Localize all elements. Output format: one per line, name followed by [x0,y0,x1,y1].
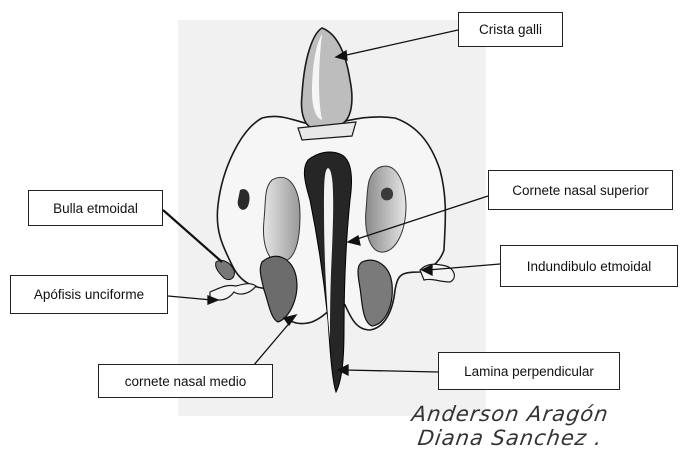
label-bulla-etmoidal: Bulla etmoidal [28,190,163,226]
arrowhead-apofisis [207,295,220,305]
label-crista-galli: Crista galli [458,12,563,47]
pointer-crista-galli [341,29,459,57]
label-apofisis-unciforme: Apófisis unciforme [10,275,168,314]
right-middle-turbinate [357,259,393,327]
left-orbit-spot [237,189,250,210]
crista-galli-base [297,121,357,141]
pointer-bulla [162,209,223,263]
arrowhead-crista-galli [334,49,348,61]
uncinate-right [419,263,455,283]
left-middle-turbinate [259,255,298,323]
right-labyrinth-shade [365,165,407,253]
pointer-indundibulo [427,263,501,271]
label-indundibulo-etmoidal: Indundibulo etmoidal [500,245,678,287]
pointer-apofisis [167,295,213,301]
arrowhead-indundibulo [420,263,433,277]
pointer-lines [162,29,501,377]
pointer-cornete-superior [353,195,489,241]
bulla-left-detail [215,259,235,281]
right-cell-spot [380,187,394,201]
label-cornete-nasal-medio: cornete nasal medio [98,364,273,398]
uncinate-left [209,283,257,301]
pointer-cornete-medio [247,319,293,373]
arrowhead-cornete-medio [282,313,298,327]
signature-line-1: Anderson Aragón [410,402,611,426]
label-cornete-nasal-superior: Cornete nasal superior [488,170,673,210]
arrowhead-cornete-superior [346,234,361,246]
label-lamina-perpendicular: Lamina perpendicular [438,352,620,390]
perpendicular-plate-highlight [324,168,334,340]
signature-line-2: Diana Sanchez . [416,426,605,450]
crista-galli-highlight [312,34,322,120]
pointer-lamina [343,369,439,373]
arrowhead-lamina [336,363,349,377]
left-labyrinth-shade [263,177,301,263]
